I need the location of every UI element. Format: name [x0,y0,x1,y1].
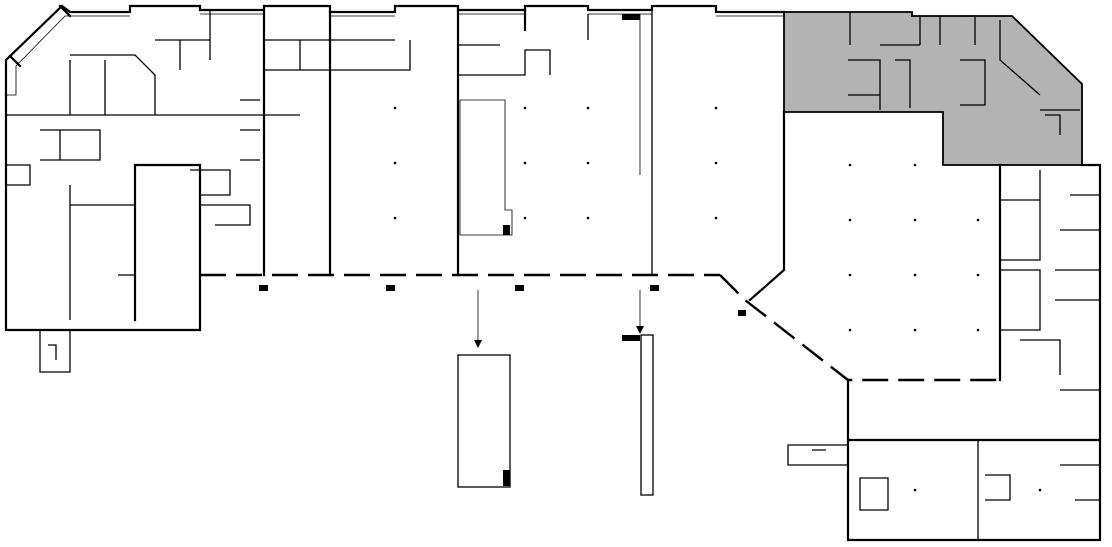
highlighted-suite[interactable] [783,11,1083,166]
central-bays [264,8,653,277]
suite-partitions [848,12,1080,135]
stair-markers [259,225,746,486]
east-wing [719,110,1102,542]
north-facade [4,4,786,97]
detached-buildings [457,290,654,496]
west-wing [4,8,720,373]
column-grid [393,106,1042,492]
